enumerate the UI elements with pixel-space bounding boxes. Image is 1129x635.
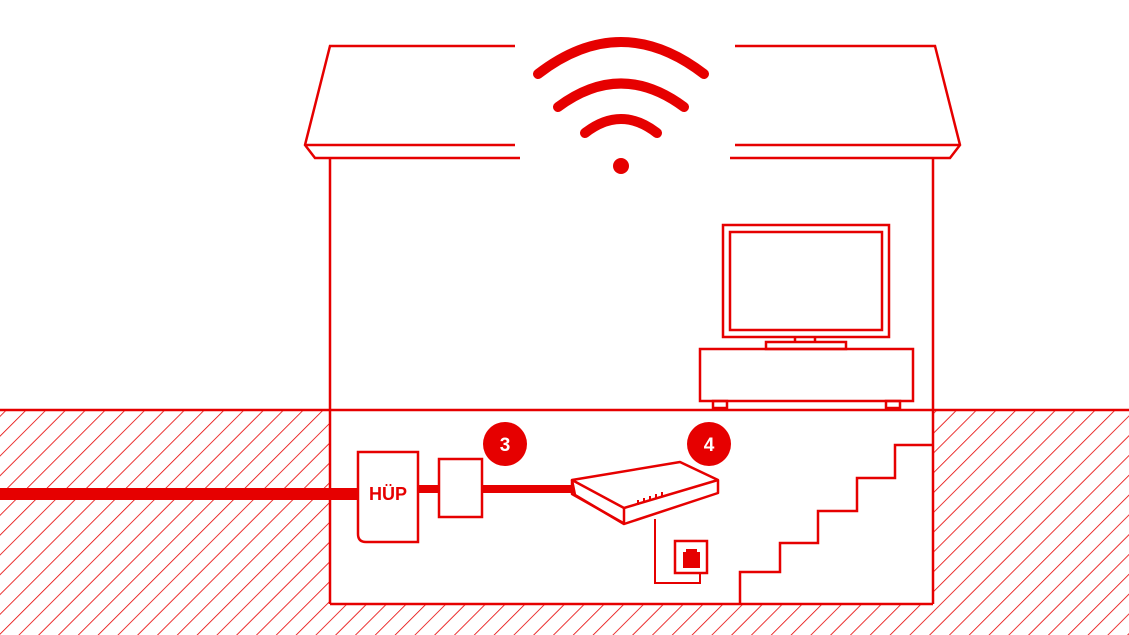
router-power-cable [654,519,701,584]
power-socket-icon [673,539,709,575]
badge-step-3: 3 [483,422,527,466]
ground-left [0,410,330,635]
connection-box [437,457,484,519]
house [303,44,962,606]
staircase-icon [738,443,933,604]
router-leds [637,492,663,505]
huep-label: HÜP [369,484,407,504]
ground-right [933,410,1129,635]
badge-step-4: 4 [687,422,731,466]
ground-below-basement [330,604,933,635]
huep-box: HÜP [356,450,420,544]
television-icon [721,223,891,351]
sideboard [698,347,915,410]
router-icon [570,460,720,526]
wifi-icon [533,37,709,174]
badge-4-label: 4 [704,435,715,456]
roof [303,44,962,160]
badge-3-label: 3 [500,435,511,456]
ground-hatching [0,408,1129,635]
